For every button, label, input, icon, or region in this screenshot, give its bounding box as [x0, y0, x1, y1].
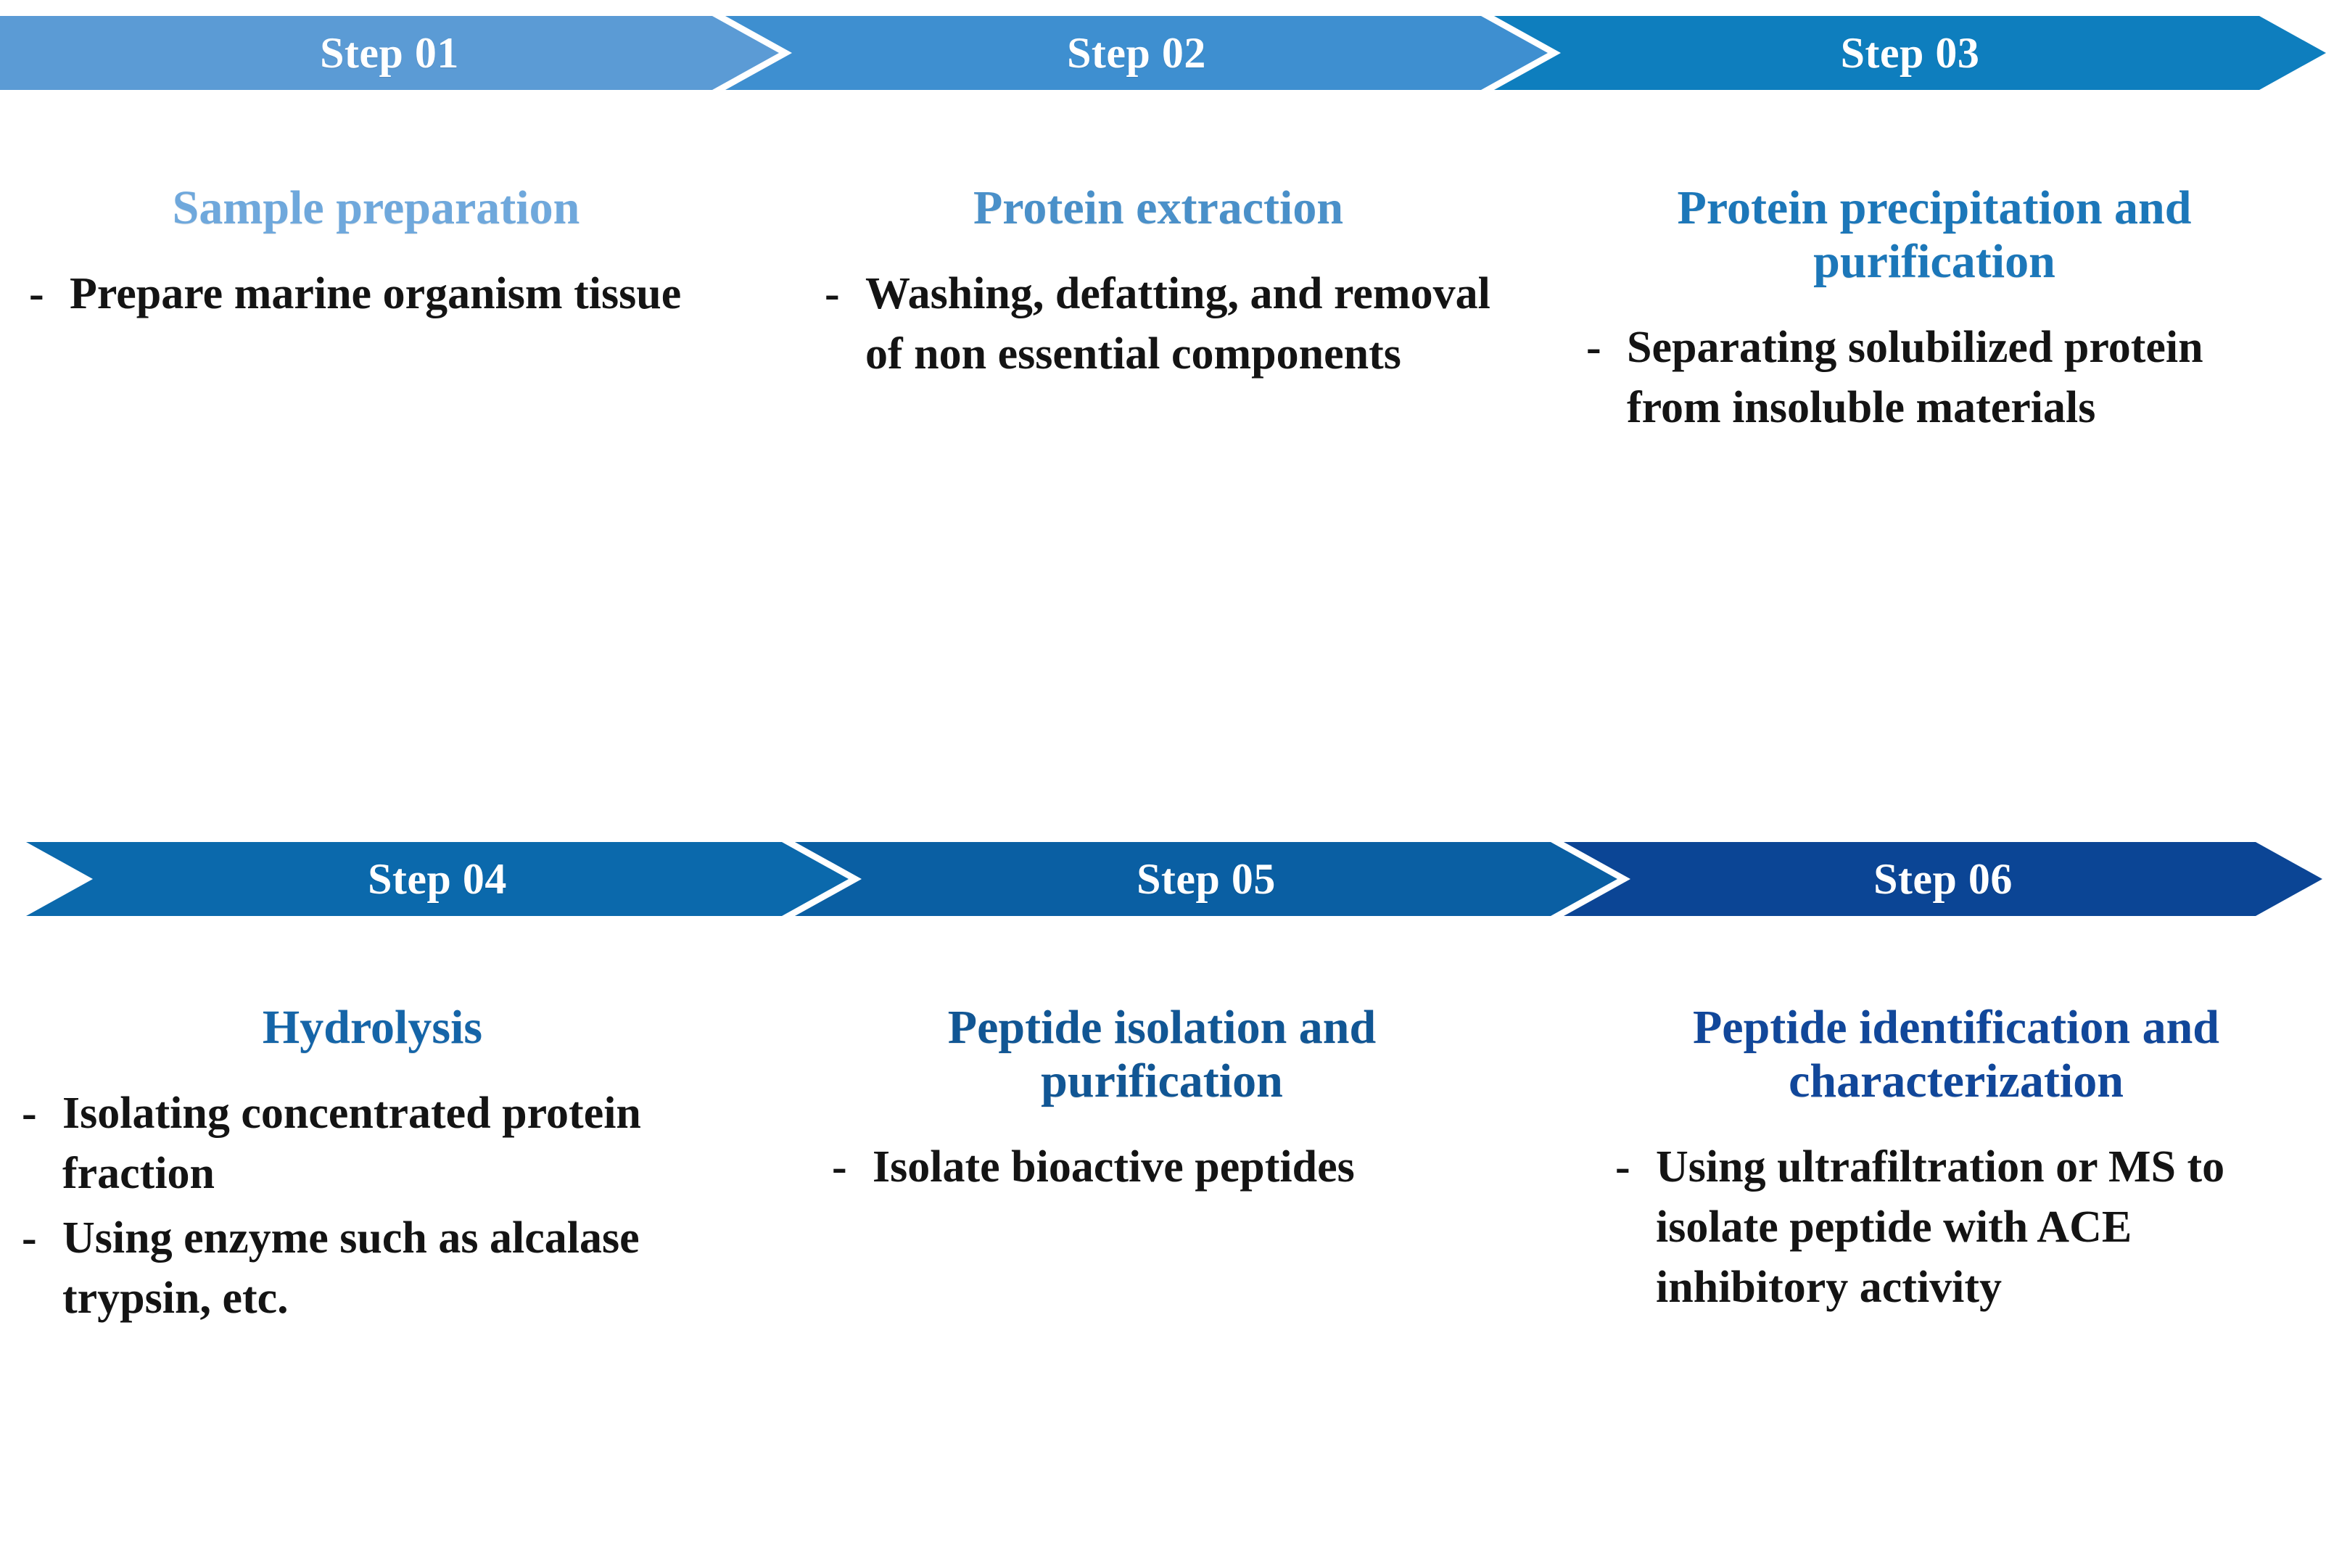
step-column-02: Protein extraction - Washing, defatting,…	[774, 181, 1543, 442]
chevron-step-02[interactable]: Step 02	[725, 16, 1548, 90]
chevron-shape-step-06[interactable]	[1564, 842, 2322, 916]
bullet-item: - Separating solubilized protein from in…	[1586, 318, 2282, 438]
chevron-step-03[interactable]: Step 03	[1494, 16, 2326, 90]
bullet-text: Prepare marine organism tissue	[70, 268, 682, 318]
chevron-shape-step-03[interactable]	[1494, 16, 2326, 90]
chevron-shape-step-02[interactable]	[725, 16, 1548, 90]
chevron-label-step-06: Step 06	[1873, 855, 2013, 903]
bullet-list-05: - Isolate bioactive peptides	[832, 1137, 1492, 1197]
chevron-label-step-03: Step 03	[1840, 29, 1980, 77]
bullet-item: - Using ultrafiltration or MS to isolate…	[1615, 1137, 2297, 1318]
step-heading-05: Peptide isolation and purification	[947, 1001, 1377, 1107]
step-column-04: Hydrolysis - Isolating concentrated prot…	[0, 1001, 774, 1333]
chevron-labels-row-1: Step 01 Step 02 Step 03	[0, 16, 2326, 90]
chevron-step-06[interactable]: Step 06	[1564, 842, 2322, 916]
bullet-dash-icon: -	[29, 268, 44, 318]
bullet-dash-icon: -	[22, 1213, 37, 1263]
bullet-item: - Using enzyme such as alcalase trypsin,…	[22, 1208, 723, 1329]
content-row-2: Hydrolysis - Isolating concentrated prot…	[0, 1001, 2326, 1333]
bullet-dash-icon: -	[1615, 1142, 1630, 1192]
bullet-dash-icon: -	[825, 268, 840, 318]
step-column-03: Protein precipitation and purification -…	[1543, 181, 2326, 442]
chevron-shape-step-04[interactable]	[26, 842, 849, 916]
content-row-1: Sample preparation - Prepare marine orga…	[0, 181, 2326, 442]
step-heading-06: Peptide identification and characterizat…	[1692, 1001, 2220, 1107]
chevron-label-step-02: Step 02	[1067, 29, 1206, 77]
step-column-05: Peptide isolation and purification - Iso…	[774, 1001, 1543, 1333]
bullet-dash-icon: -	[1586, 322, 1601, 372]
bullet-list-02: - Washing, defatting, and removal of non…	[825, 264, 1492, 384]
bullet-item: - Isolate bioactive peptides	[832, 1137, 1492, 1197]
bullet-item: - Prepare marine organism tissue	[29, 264, 723, 324]
chevron-shape-step-05[interactable]	[795, 842, 1617, 916]
bullet-list-03: - Separating solubilized protein from in…	[1586, 318, 2282, 438]
bullet-text: Using enzyme such as alcalase trypsin, e…	[62, 1213, 640, 1324]
bullet-list-06: - Using ultrafiltration or MS to isolate…	[1615, 1137, 2297, 1318]
step-column-06: Peptide identification and characterizat…	[1543, 1001, 2326, 1333]
bullet-text: Separating solubilized protein from inso…	[1627, 322, 2203, 432]
chevron-label-step-04: Step 04	[368, 855, 507, 903]
bullet-dash-icon: -	[22, 1088, 37, 1138]
bullet-text: Isolating concentrated protein fraction	[62, 1088, 641, 1198]
bullet-item: - Washing, defatting, and removal of non…	[825, 264, 1492, 384]
chevron-step-05[interactable]: Step 05	[795, 842, 1617, 916]
chevron-shape-step-01[interactable]	[0, 16, 779, 90]
chevron-band-row-2	[26, 842, 2322, 916]
bullet-text: Isolate bioactive peptides	[873, 1142, 1355, 1192]
step-column-01: Sample preparation - Prepare marine orga…	[0, 181, 774, 442]
bullet-text: Using ultrafiltration or MS to isolate p…	[1656, 1142, 2225, 1312]
chevron-label-step-05: Step 05	[1137, 855, 1276, 903]
bullet-list-04: - Isolating concentrated protein fractio…	[22, 1084, 723, 1329]
step-heading-01: Sample preparation	[172, 181, 580, 234]
step-heading-04: Hydrolysis	[262, 1001, 483, 1054]
chevron-label-step-01: Step 01	[320, 29, 459, 77]
bullet-list-01: - Prepare marine organism tissue	[29, 264, 723, 324]
chevron-step-01[interactable]: Step 01	[0, 16, 779, 90]
bullet-text: Washing, defatting, and removal of non e…	[865, 268, 1490, 379]
step-heading-02: Protein extraction	[973, 181, 1344, 234]
step-heading-03: Protein precipitation and purification	[1677, 181, 2192, 288]
bullet-item: - Isolating concentrated protein fractio…	[22, 1084, 723, 1204]
chevron-step-04[interactable]: Step 04	[26, 842, 849, 916]
chevron-band-row-1	[0, 16, 2326, 90]
chevron-labels-row-2: Step 04 Step 05 Step 06	[0, 842, 2326, 916]
bullet-dash-icon: -	[832, 1142, 847, 1192]
